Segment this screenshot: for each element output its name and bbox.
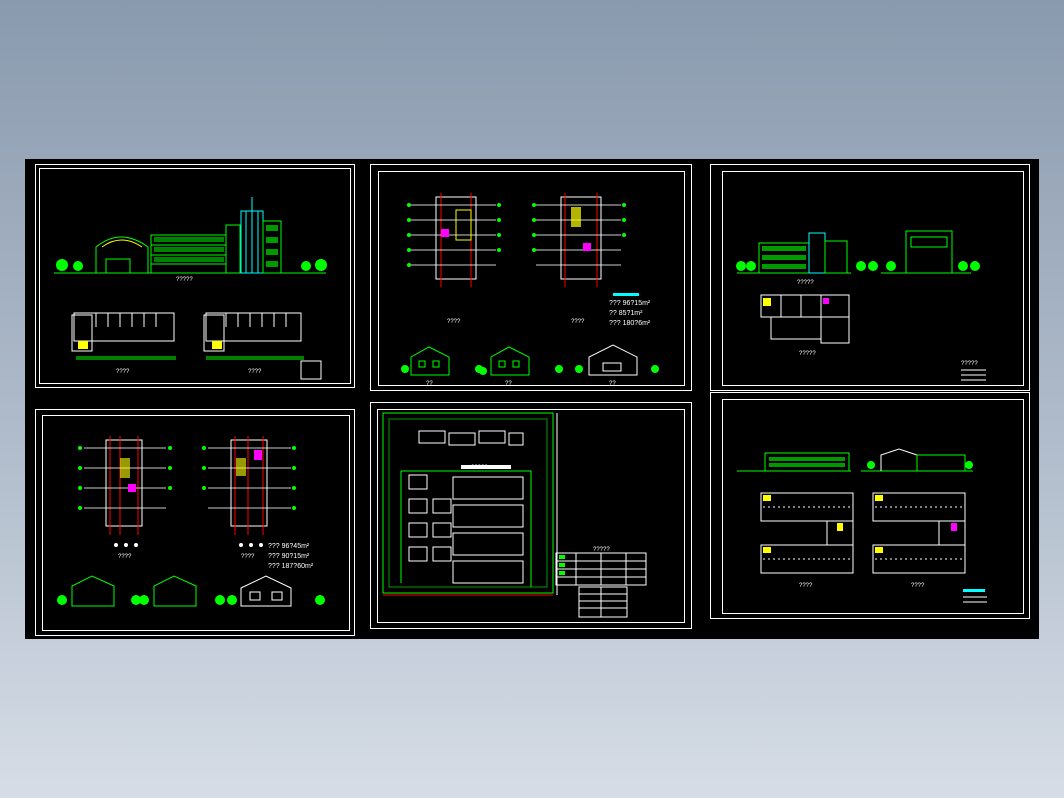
plan1-caption: ???? [799,583,813,589]
plan1-caption: ???? [447,319,461,325]
drawing-frame-bottom-middle[interactable]: ????? ????? [370,402,692,629]
drawing-frame-top-middle[interactable]: ???? ???? ??? 96?15m² ?? 85?1m² ??? 180?… [370,164,692,391]
plan2-caption: ???? [571,319,585,325]
plan-caption: ????? [799,351,816,357]
area-total: ??? 180?6m² [609,320,651,327]
drawing-frame-bottom-left[interactable]: ???? ???? ??? 96?45m² ??? 90?15m² ??? 18… [35,409,355,636]
plan2-caption: ???? [248,369,262,375]
area-ground-floor: ??? 96?45m² [268,543,310,550]
elevation-caption-1: ?? [426,381,433,387]
cad-model-space[interactable]: ????? ???? ???? [25,159,1039,639]
plan2-caption: ???? [911,583,925,589]
area-upper-floor: ?? 85?1m² [609,310,643,317]
drawing-frame-top-right[interactable]: ????? ????? ????? [710,164,1030,391]
site-plan-drawing: ????? ????? [382,412,647,618]
drawing-frame-top-left[interactable]: ????? ???? ???? [35,164,355,388]
school-building-drawing: ????? ????? ????? [736,230,986,381]
house-plans-drawing: ???? ???? ??? 96?15m² ?? 85?1m² ??? 180?… [401,193,659,387]
notes-caption: ????? [961,361,978,367]
factory-plans-drawing: ???? ???? [737,448,987,603]
area-upper-floor: ??? 90?15m² [268,553,310,560]
elevation-caption-3: ?? [609,381,616,387]
drawing-frame-bottom-right[interactable]: ???? ???? [710,392,1030,619]
area-ground-floor: ??? 96?15m² [609,300,651,307]
elevation-caption: ????? [797,280,814,286]
elevation-caption: ????? [176,277,193,283]
area-total: ??? 187?60m² [268,563,314,570]
plan2-caption: ???? [241,554,255,560]
office-building-drawing: ????? ???? ???? [54,197,327,380]
site-label: ????? [471,465,488,471]
villa-plans-drawing: ???? ???? ??? 96?45m² ??? 90?15m² ??? 18… [57,436,325,607]
table-title: ????? [593,547,610,553]
plan1-caption: ???? [116,369,130,375]
plan1-caption: ???? [118,554,132,560]
elevation-caption-2: ?? [505,381,512,387]
